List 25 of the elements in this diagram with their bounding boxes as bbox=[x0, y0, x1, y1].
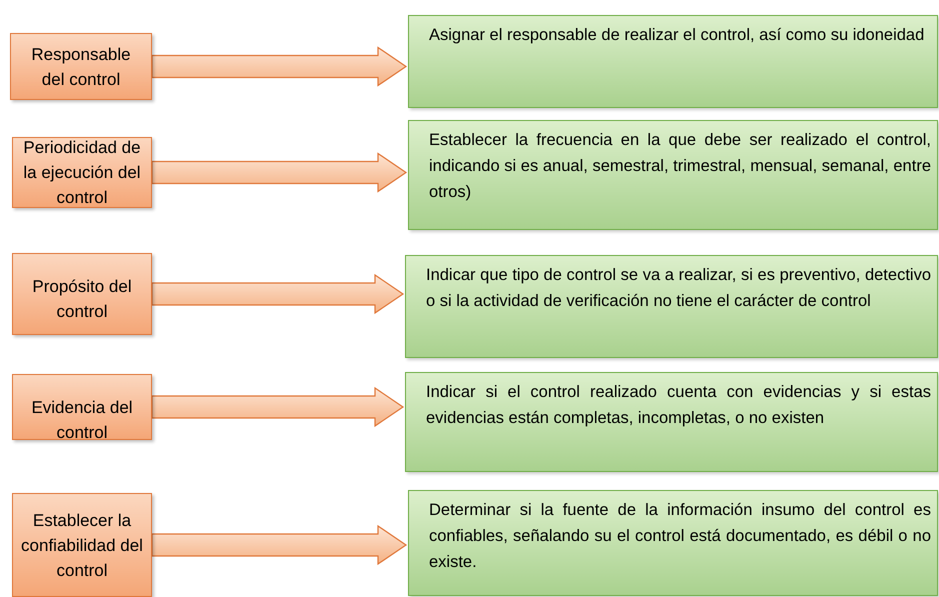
label-box bbox=[10, 33, 152, 100]
label-box bbox=[12, 493, 152, 597]
box-label: Establecer la confiabilidad del control bbox=[21, 510, 143, 582]
block-arrow bbox=[151, 524, 408, 566]
label-box bbox=[12, 374, 152, 440]
box-label: Evidencia del control bbox=[30, 397, 134, 444]
description-text: Indicar si el control realizado cuenta con evidencias y si estas evidencias están completas, incompletas, o no existen bbox=[426, 382, 931, 429]
description-box bbox=[408, 15, 938, 108]
label-box bbox=[12, 137, 152, 208]
block-arrow bbox=[151, 152, 408, 193]
description-text: Establecer la frecuencia en la que debe ser realizado el control, indicando si es anual, semestral, trimestral, mensual, semanal, entre otros) bbox=[429, 130, 931, 203]
description-text: Indicar que tipo de control se va a realizar, si es preventivo, detectivo o si la actividad de verificación no tiene el carácter de control bbox=[426, 265, 931, 312]
box-label: Periodicidad de la ejecución del control bbox=[22, 137, 142, 209]
description-box bbox=[408, 120, 938, 230]
description-text: Asignar el responsable de realizar el control, así como su idoneidad bbox=[429, 25, 926, 46]
description-box bbox=[408, 490, 938, 596]
description-text: Determinar si la fuente de la información insumo del control es confiables, señalando su el control está documentado, es débil o no existe. bbox=[429, 500, 931, 573]
box-label: Responsable del control bbox=[30, 44, 132, 90]
block-arrow bbox=[151, 274, 404, 314]
box-label: Propósito del control bbox=[31, 276, 133, 323]
description-box bbox=[405, 255, 938, 358]
label-box bbox=[12, 253, 152, 335]
block-arrow bbox=[151, 386, 404, 428]
block-arrow bbox=[151, 46, 408, 87]
description-box bbox=[405, 372, 938, 472]
